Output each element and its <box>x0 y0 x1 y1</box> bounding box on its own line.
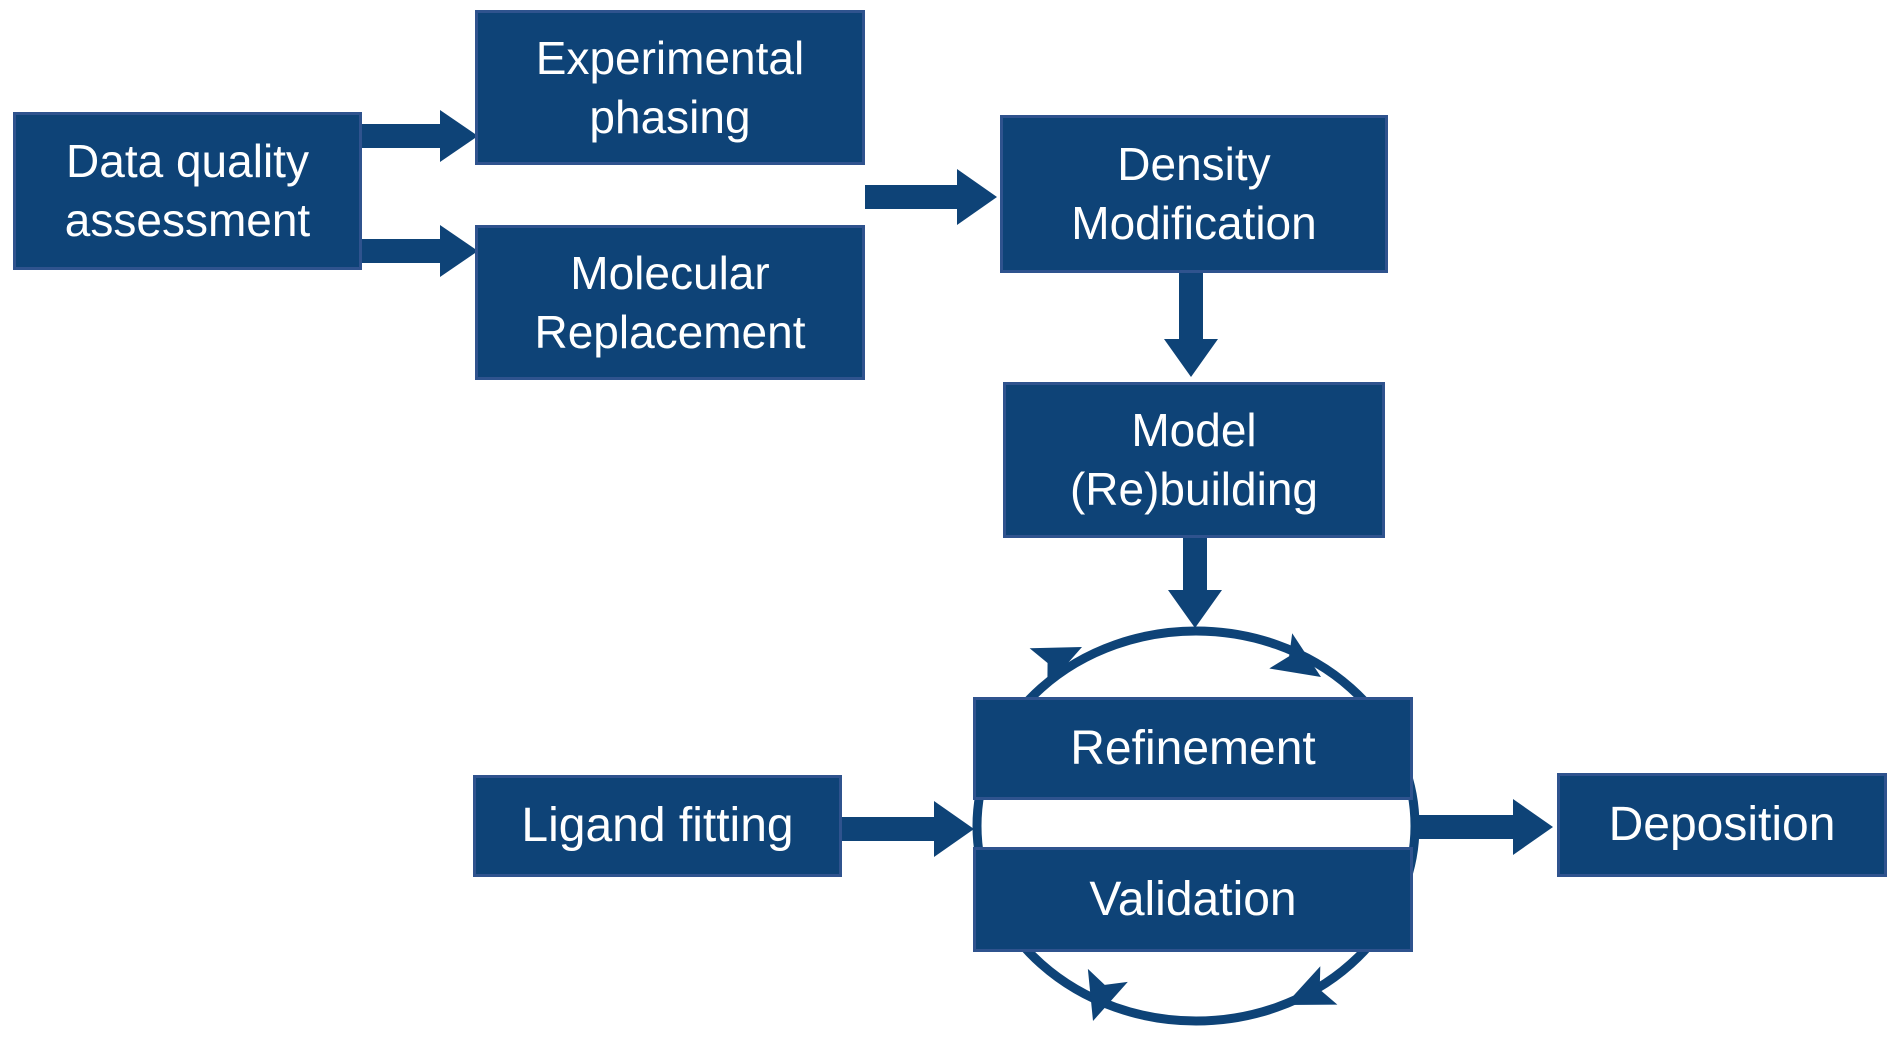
node-refinement: Refinement <box>973 697 1413 800</box>
arrow-phasing-to-density-icon <box>865 169 997 225</box>
cycle-arrowhead-top-left-icon <box>1029 647 1082 687</box>
node-label-line: Molecular <box>570 246 770 299</box>
node-ligand-fitting: Ligand fitting <box>473 775 842 877</box>
node-label-line: Density <box>1117 138 1271 191</box>
node-label-line: Experimental <box>535 31 805 84</box>
cycle-arrowhead-top-right-icon <box>1269 633 1321 677</box>
node-label-line: Ligand fitting <box>521 799 794 853</box>
arrow-dataquality-to-molecular-icon <box>362 225 478 277</box>
arrow-model-to-cycle-icon <box>1168 538 1222 628</box>
node-label-line: phasing <box>589 90 751 143</box>
node-model-rebuilding: Model (Re)building <box>1003 382 1385 538</box>
node-label-line: Deposition <box>1608 798 1836 852</box>
node-label-line: Validation <box>1089 872 1297 926</box>
node-label-line: Data quality <box>66 135 309 188</box>
arrow-density-to-model-icon <box>1164 273 1218 377</box>
node-validation: Validation <box>973 847 1413 952</box>
node-label-line: (Re)building <box>1069 463 1318 515</box>
node-label-line: Replacement <box>534 305 806 358</box>
node-label-line: Modification <box>1071 197 1317 249</box>
arrow-cycle-to-deposition-icon <box>1412 799 1553 855</box>
node-deposition: Deposition <box>1557 773 1887 877</box>
node-data-quality-assessment: Data quality assessment <box>13 112 362 270</box>
node-label-line: Model <box>1131 404 1257 457</box>
node-density-modification: Density Modification <box>1000 115 1388 273</box>
cycle-arrowhead-bottom-left-icon <box>1087 968 1128 1021</box>
cycle-ellipse <box>972 626 1420 1026</box>
arrow-ligand-to-cycle-icon <box>842 801 974 857</box>
node-label-line: Refinement <box>1070 721 1316 775</box>
node-experimental-phasing: Experimental phasing <box>475 10 865 165</box>
cycle-arrowhead-bottom-right-icon <box>1285 966 1338 1005</box>
arrow-dataquality-to-experimental-icon <box>362 110 478 162</box>
node-molecular-replacement: Molecular Replacement <box>475 225 865 380</box>
node-label-line: assessment <box>64 194 311 246</box>
